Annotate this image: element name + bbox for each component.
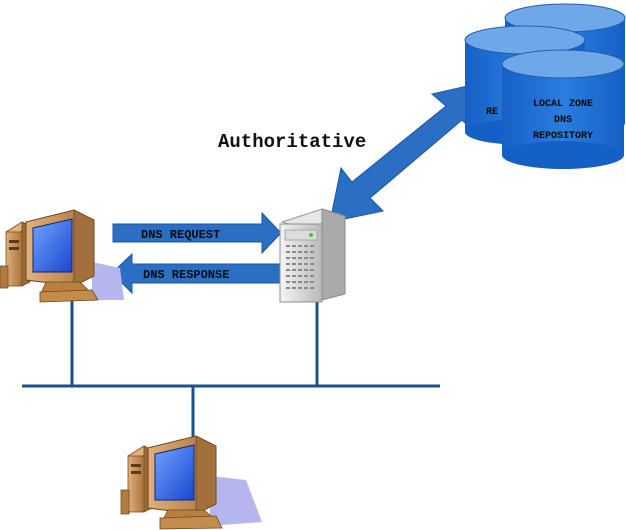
dns-response-arrow (111, 252, 282, 295)
dns-request-label: DNS REQUEST (141, 228, 220, 242)
dns-request-arrow (112, 211, 282, 255)
authoritative-label: Authoritative (218, 131, 366, 153)
database-cylinder-icon (464, 3, 626, 169)
desktop-computer-icon (0, 209, 124, 303)
db-hidden-fragment: RE (486, 107, 498, 118)
db-label-line2: DNS (554, 115, 572, 126)
network-lines (22, 296, 440, 440)
server-tower-icon (279, 208, 347, 303)
db-label-line1: LOCAL ZONE (533, 99, 593, 110)
db-label-line3: REPOSITORY (533, 131, 593, 142)
desktop-computer-icon (120, 435, 262, 530)
dns-response-label: DNS RESPONSE (143, 268, 229, 282)
